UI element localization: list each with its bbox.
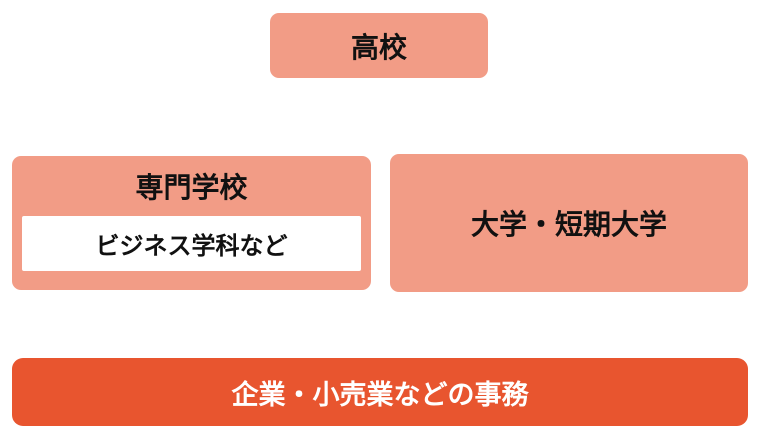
node-high-school: 高校: [270, 13, 488, 78]
node-university: 大学・短期大学: [390, 154, 748, 292]
node-vocational-school-label: 専門学校: [135, 172, 248, 203]
node-high-school-label: 高校: [350, 31, 407, 63]
subnode-business-dept-label: ビジネス学科など: [95, 233, 288, 260]
subnode-business-dept: ビジネス学科など: [22, 216, 361, 271]
node-university-label: 大学・短期大学: [470, 209, 667, 240]
node-employment: 企業・小売業などの事務: [12, 358, 748, 426]
node-vocational-school: 専門学校 ビジネス学科など: [12, 156, 371, 290]
node-employment-label: 企業・小売業などの事務: [231, 379, 529, 410]
